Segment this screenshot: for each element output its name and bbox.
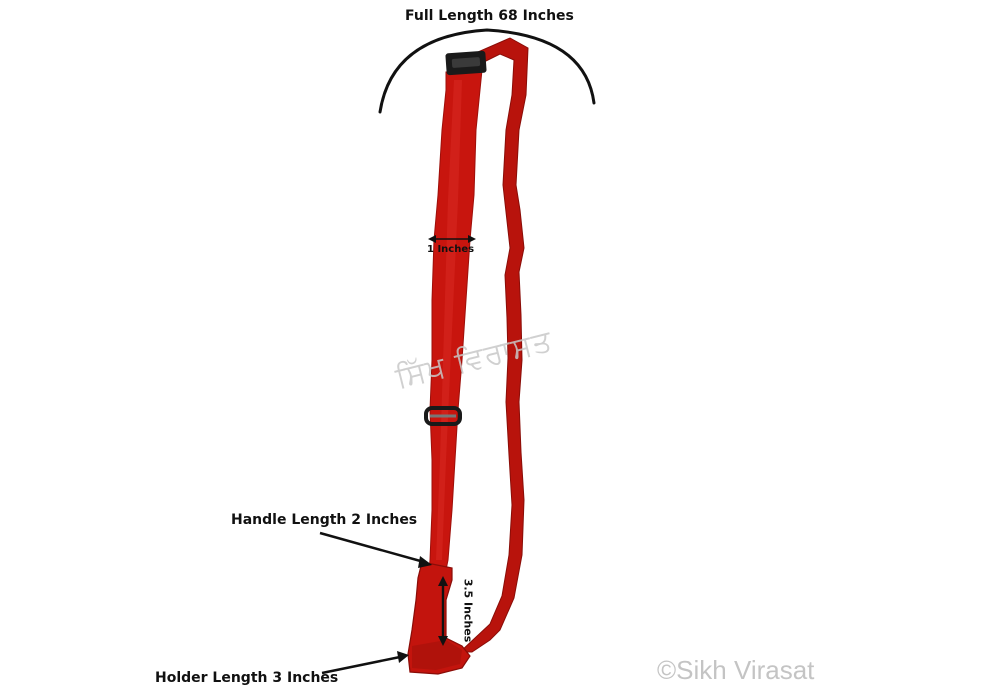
handle-pointer-arrow-head [418,556,432,568]
holder-length-label: Holder Length 3 Inches [155,670,339,686]
slide-buckle [424,406,462,426]
width-arrow-right-head [468,235,476,243]
full-length-label: Full Length 68 Inches [405,8,574,24]
holder-pointer-arrow-head [397,651,409,663]
strap-highlight [436,80,462,560]
holder-height-label: 3.5 Inches [461,578,475,643]
holder-height-arrow-bottom [438,636,448,646]
holder-pouch-shade [412,640,462,670]
holder-height-arrow-top [438,576,448,586]
width-label: 1 Inches [427,244,475,255]
holder-pointer-arrow [321,655,401,675]
handle-length-label: Handle Length 2 Inches [231,512,418,528]
handle-pointer-arrow [319,531,425,564]
full-length-arc [378,28,596,114]
width-arrow-left-head [428,235,436,243]
copyright-watermark: ©Sikh Virasat [657,655,815,685]
top-buckle-slot [451,57,481,68]
